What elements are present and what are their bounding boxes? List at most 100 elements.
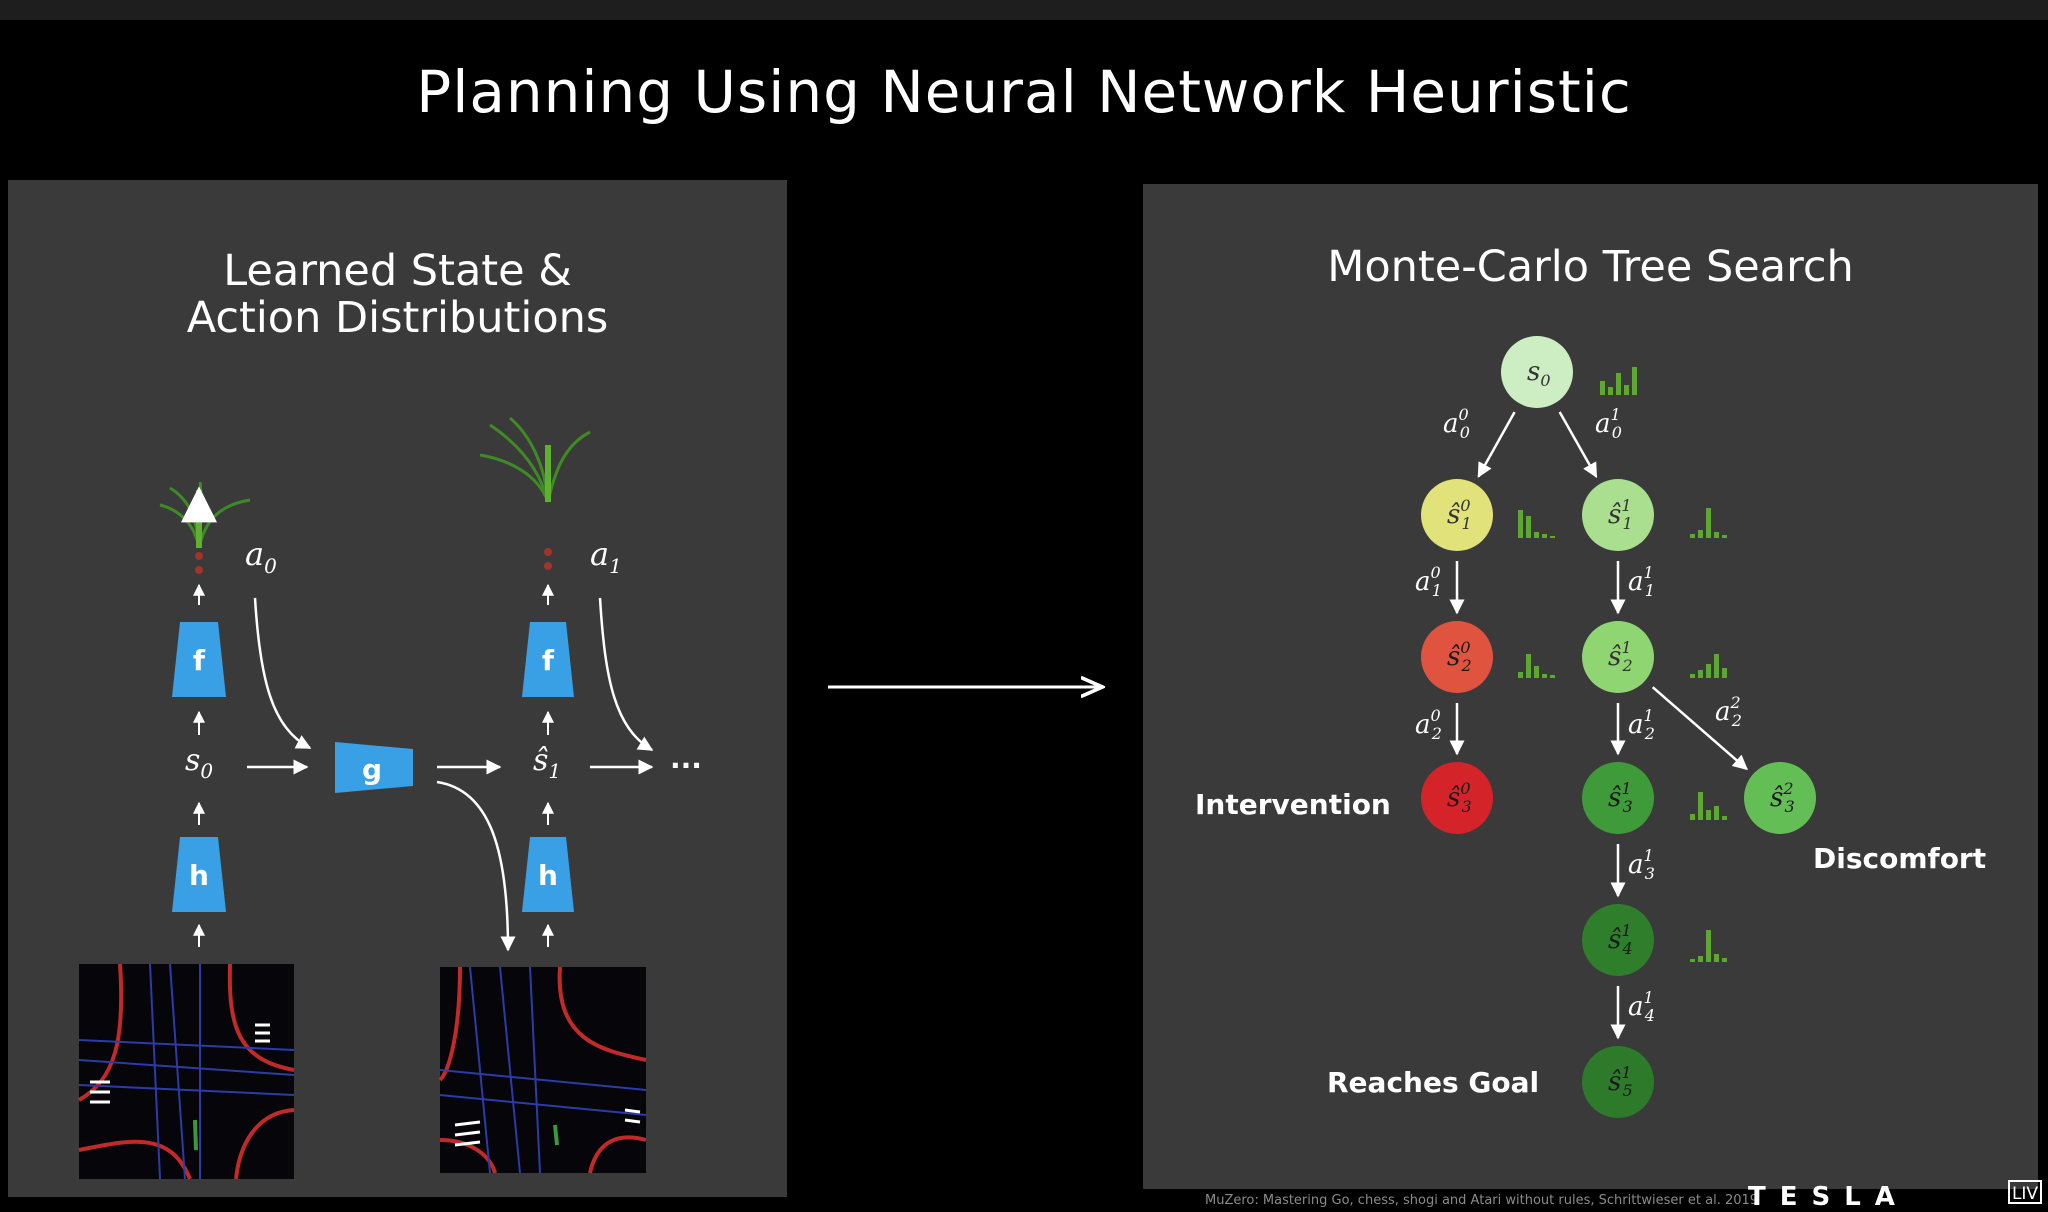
slide-title: Planning Using Neural Network Heuristic: [416, 58, 1632, 126]
histogram-bar: [1534, 532, 1539, 538]
tree-node-circle: [1582, 762, 1654, 834]
tree-node-circle: [1582, 904, 1654, 976]
tree-node-circle: [1582, 479, 1654, 551]
histogram-bar: [1714, 954, 1719, 962]
histogram-bar: [1526, 516, 1531, 538]
h-label-2: h: [538, 859, 558, 892]
histogram-bar: [1706, 930, 1711, 962]
arrow-a1-to-next: [598, 597, 654, 752]
f-block-1: [172, 622, 226, 697]
tree-edge-arrow: [1651, 686, 1748, 771]
f-block-2: [522, 622, 574, 697]
histogram-bar: [1534, 666, 1539, 678]
top-bar: [0, 0, 2048, 20]
arrow-g-to-image: [436, 780, 516, 952]
live-badge: LIV: [2008, 1180, 2042, 1204]
histogram-bar: [1722, 958, 1727, 962]
histogram-bar: [1518, 672, 1523, 678]
s0-label: s0: [185, 743, 213, 783]
discomfort-label: Discomfort: [1813, 842, 1986, 875]
histogram-bar: [1518, 510, 1523, 538]
histogram-bar: [1714, 532, 1719, 538]
left-panel-title-line1: Learned State &: [223, 246, 572, 296]
a0-label: a0: [245, 535, 277, 578]
histogram-bar: [1690, 674, 1695, 678]
arrow-a0-to-g: [253, 597, 312, 750]
histogram-bar: [1714, 654, 1719, 678]
tree-node-circle: [1582, 1046, 1654, 1118]
road-map-image-1: [78, 963, 295, 1180]
tree-node-circle: [1501, 336, 1573, 408]
road-map-image-2: [438, 966, 647, 1174]
histogram-bar: [1698, 792, 1703, 820]
histogram-bar: [1608, 387, 1613, 395]
a1-label: a1: [590, 535, 622, 578]
tree-node-circle: [1582, 621, 1654, 693]
histogram-bar: [1542, 674, 1547, 678]
tree-node-circle: [1744, 762, 1816, 834]
left-panel-title-line2: Action Distributions: [186, 293, 609, 343]
continuation-ellipsis: ···: [670, 749, 702, 782]
histogram-bar: [1722, 668, 1727, 678]
histogram-bar: [1600, 381, 1605, 395]
histogram-bar: [1706, 810, 1711, 820]
histogram-bar: [1616, 373, 1621, 395]
h-block-2: [522, 837, 574, 912]
tree-node-circle: [1421, 479, 1493, 551]
histogram-bar: [1698, 530, 1703, 538]
histogram-bar: [1690, 959, 1695, 962]
histogram-bar: [1624, 385, 1629, 395]
histogram-bar: [1706, 664, 1711, 678]
histogram-bar: [1542, 534, 1547, 538]
histogram-bar: [1698, 956, 1703, 962]
trajectory-spray-1: [159, 481, 251, 549]
tesla-logo: TESLA: [1748, 1182, 1909, 1212]
g-label: g: [362, 753, 382, 786]
histogram-bar: [1706, 508, 1711, 538]
left-panel-title: Learned State & Action Distributions: [8, 248, 787, 342]
mcts-panel: [1143, 184, 2038, 1189]
h-label-1: h: [189, 859, 209, 892]
g-block: [335, 742, 413, 793]
citation-footer: MuZero: Mastering Go, chess, shogi and A…: [1205, 1193, 1759, 1208]
tree-edge-arrow: [1558, 411, 1598, 479]
intervention-label: Intervention: [1195, 788, 1391, 821]
histogram-bar: [1690, 814, 1695, 820]
histogram-bar: [1550, 675, 1555, 678]
tree-node-circle: [1421, 621, 1493, 693]
histogram-bar: [1698, 670, 1703, 678]
trajectory-spray-2: [479, 416, 591, 503]
s1-hat-label: ŝ1: [533, 743, 561, 783]
histogram-bar: [1714, 806, 1719, 820]
vehicle-marker-1: [195, 552, 203, 574]
tree-node-label: s0: [1527, 357, 1551, 390]
right-panel-title: Monte-Carlo Tree Search: [1327, 242, 1854, 292]
tree-node-circle: [1421, 762, 1493, 834]
reaches-goal-label: Reaches Goal: [1327, 1066, 1539, 1099]
histogram-bar: [1550, 536, 1555, 538]
f-label-1: f: [193, 644, 206, 677]
histogram-bar: [1632, 367, 1637, 395]
h-block-1: [172, 837, 226, 912]
histogram-bar: [1690, 534, 1695, 538]
histogram-bar: [1722, 816, 1727, 820]
vehicle-marker-2: [544, 548, 552, 570]
